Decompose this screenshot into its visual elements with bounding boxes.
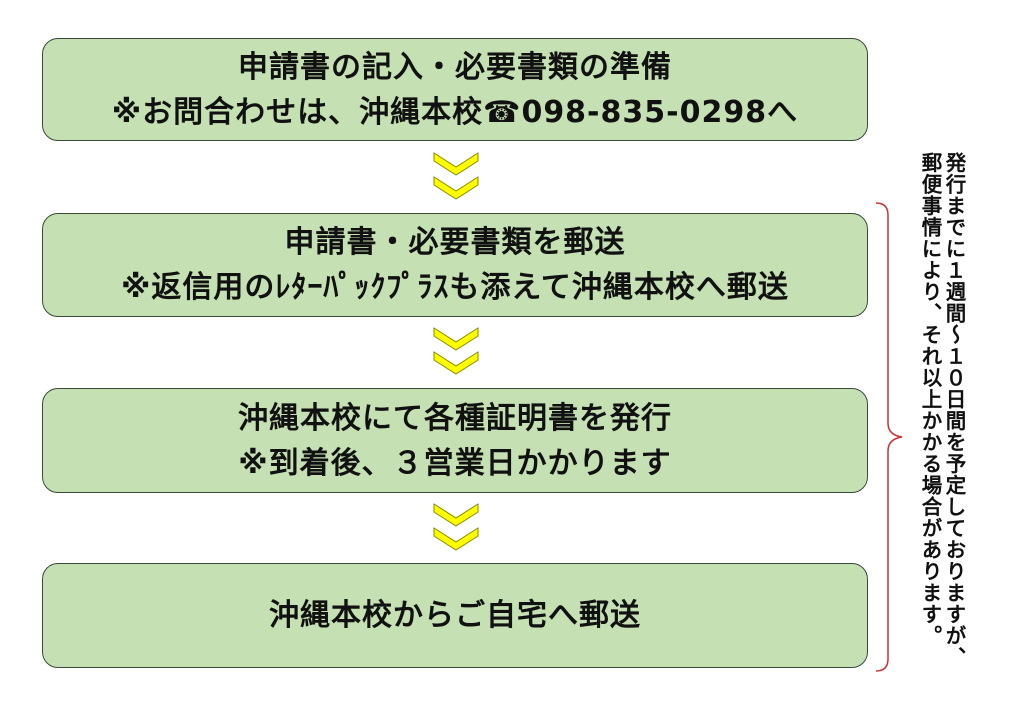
note-line-1: 発行までに１週間～１０日間を予定しておりますが、 bbox=[942, 152, 966, 668]
chevron-down-icon bbox=[433, 503, 479, 551]
step-2-title: 申請書・必要書類を郵送 bbox=[284, 225, 626, 260]
right-brace bbox=[875, 202, 903, 672]
step-3-title: 沖縄本校にて各種証明書を発行 bbox=[238, 400, 672, 436]
step-2-note: ※返信用のﾚﾀｰﾊﾟｯｸﾌﾟﾗｽも添えて沖縄本校へ郵送 bbox=[121, 270, 789, 305]
step-4-title: 沖縄本校からご自宅へ郵送 bbox=[269, 598, 641, 633]
step-1-title: 申請書の記入・必要書類の準備 bbox=[238, 49, 672, 85]
note-line-2: 郵便事情により、それ以上かかる場合があります。 bbox=[918, 152, 942, 647]
step-2-box: 申請書・必要書類を郵送 ※返信用のﾚﾀｰﾊﾟｯｸﾌﾟﾗｽも添えて沖縄本校へ郵送 bbox=[42, 213, 868, 317]
chevron-down-icon bbox=[433, 152, 479, 200]
step-1-box: 申請書の記入・必要書類の準備 ※お問合わせは、沖縄本校☎098-835-0298… bbox=[42, 38, 868, 141]
step-3-note: ※到着後、３営業日かかります bbox=[238, 445, 672, 481]
step-1-note: ※お問合わせは、沖縄本校☎098-835-0298へ bbox=[111, 94, 799, 130]
step-3-box: 沖縄本校にて各種証明書を発行 ※到着後、３営業日かかります bbox=[42, 388, 868, 493]
chevron-down-icon bbox=[433, 327, 479, 375]
delivery-time-note: 発行までに１週間～１０日間を予定しておりますが、 郵便事情により、それ以上かかる… bbox=[918, 152, 966, 702]
step-4-box: 沖縄本校からご自宅へ郵送 bbox=[42, 563, 868, 668]
